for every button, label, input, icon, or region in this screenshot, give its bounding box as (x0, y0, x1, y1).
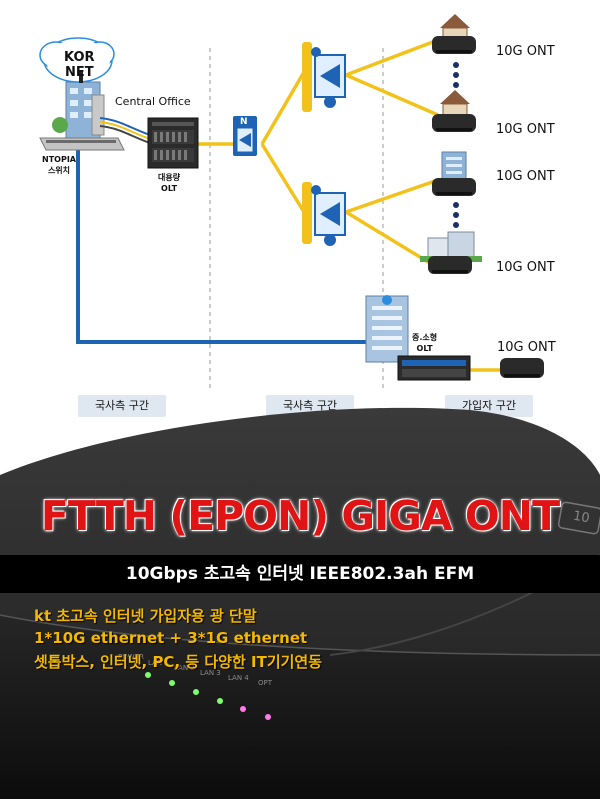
led-power (145, 672, 151, 678)
splitter-letter: N (240, 117, 248, 127)
olt-label: 대용량 OLT (158, 172, 180, 194)
ont-device-icon (500, 358, 544, 378)
ont-device-icon (432, 178, 476, 196)
led-lan2 (193, 689, 199, 695)
cloud-label: KOR NET (64, 50, 95, 80)
small-olt-label-line2: OLT (416, 344, 433, 353)
ont-device-icon (432, 36, 476, 54)
olt-chassis-icon (147, 117, 199, 169)
server-cluster-icon (52, 81, 105, 141)
cloud-icon (39, 37, 115, 83)
device-port-label: OPT (258, 679, 273, 687)
ont-label: 10G ONT (496, 169, 555, 184)
led-opt (265, 714, 271, 720)
cloud-label-line1: KOR (64, 50, 95, 65)
switch-label-line1: NTOPIA (42, 155, 76, 164)
led-lan3 (217, 698, 223, 704)
led-lan1 (169, 680, 175, 686)
ont-label: 10G ONT (496, 44, 555, 59)
switch-icon (39, 137, 125, 151)
ont-device-icon (428, 256, 472, 274)
ont-label: 10G ONT (497, 340, 556, 355)
splitter-icon (233, 116, 257, 156)
device-port-label: LAN 1 (148, 659, 169, 667)
feature-line: 셋톱박스, 인터넷, PC, 등 다양한 IT기기연동 (34, 653, 323, 671)
zone-label-central-1: 국사측 구간 (78, 395, 166, 417)
device-port-label: POWER (118, 653, 144, 661)
ont-label: 10G ONT (496, 122, 555, 137)
feature-line: kt 초고속 인터넷 가입자용 광 단말 (34, 607, 257, 625)
small-olt-label: 중.소형 OLT (412, 332, 437, 354)
switch-label-line2: 스위치 (47, 166, 71, 175)
splitter-icon (302, 182, 346, 246)
central-office-label: Central Office (115, 95, 191, 108)
small-olt-icon (397, 355, 471, 381)
headline-title: FTTH (EPON) GIGA ONT (40, 492, 560, 540)
device-port-label: LAN 3 (200, 669, 221, 677)
ellipsis-dots (453, 62, 459, 228)
ont-device-photo: POWER LAN 1 LAN 2 LAN 3 LAN 4 OPT (0, 407, 600, 799)
device-port-label: LAN 2 (174, 664, 195, 672)
feature-line: 1*10G ethernet + 3*1G ethernet (34, 629, 308, 647)
splitter-icon (302, 42, 346, 112)
cloud-label-line2: NET (64, 65, 94, 80)
led-lan4 (240, 706, 246, 712)
ont-label: 10G ONT (496, 260, 555, 275)
small-olt-label-line1: 중.소형 (412, 333, 438, 342)
fiber-lines (198, 38, 500, 372)
olt-label-line1: 대용량 (158, 173, 181, 182)
uplink-cable (76, 150, 376, 344)
switch-label: NTOPIA 스위치 (42, 154, 76, 176)
office-tower-icon (365, 295, 409, 363)
network-diagram (39, 14, 544, 390)
device-port-label: LAN 4 (228, 674, 249, 682)
olt-label-line2: OLT (161, 184, 178, 193)
office-building-icon (441, 151, 467, 181)
ont-device-icon (432, 114, 476, 132)
spec-banner: 10Gbps 초고속 인터넷 IEEE802.3ah EFM (0, 555, 600, 593)
switch-olt-cables (99, 117, 151, 144)
